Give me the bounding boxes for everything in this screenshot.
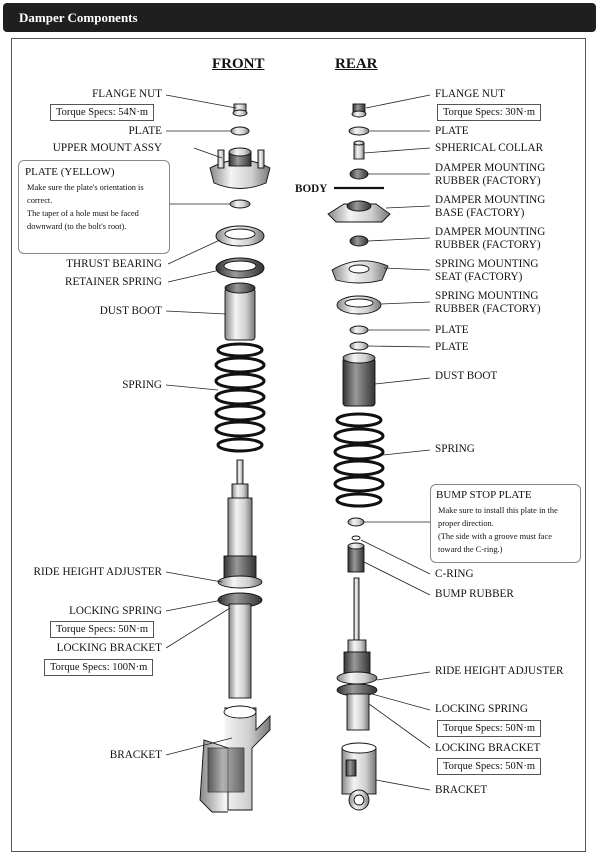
front-locking-spring-torque: Torque Specs: 50N·m [50, 621, 154, 638]
front-flange-nut-label: FLANGE NUT [92, 88, 162, 100]
rear-flange-nut-label: FLANGE NUT [435, 88, 505, 100]
rear-spring-mounting-seat-part [331, 260, 389, 284]
rear-spring-label: SPRING [435, 443, 475, 455]
rear-plate-b-label: PLATE [435, 341, 469, 353]
rear-column-title: REAR [335, 56, 378, 72]
rear-damper-mounting-rubber-2-label: DAMPER MOUNTING RUBBER (FACTORY) [435, 226, 546, 251]
rear-damper-mounting-rubber-1-part [349, 168, 369, 180]
rear-locking-spring-label: LOCKING SPRING [435, 703, 528, 715]
rear-bump-rubber-part [347, 542, 365, 573]
front-plate-part [230, 126, 250, 136]
front-plate-yellow-note: PLATE (YELLOW) Make sure the plate's ori… [18, 160, 170, 254]
front-retainer-spring-part [215, 257, 265, 279]
rear-c-ring-part [351, 535, 361, 541]
rear-spring-mounting-rubber-label: SPRING MOUNTING RUBBER (FACTORY) [435, 290, 541, 315]
front-spring-label: SPRING [122, 379, 162, 391]
front-column-title: FRONT [212, 56, 265, 72]
front-locking-spring-label: LOCKING SPRING [69, 605, 162, 617]
front-bracket-label: BRACKET [109, 749, 162, 761]
front-flange-nut-part [232, 103, 248, 117]
front-thrust-bearing-label: THRUST BEARING [66, 258, 162, 270]
front-bracket-part [199, 705, 271, 813]
front-thrust-bearing-part [215, 225, 265, 247]
front-plate-yellow-title: PLATE (YELLOW) [25, 166, 115, 178]
rear-plate-label: PLATE [435, 125, 469, 137]
front-locking-bracket-torque: Torque Specs: 100N·m [44, 659, 154, 676]
body-label: BODY [295, 183, 328, 195]
front-flange-nut-torque: Torque Specs: 54N·m [50, 104, 154, 121]
rear-bump-stop-plate-part [347, 517, 365, 527]
rear-spring-mounting-seat-label: SPRING MOUNTING SEAT (FACTORY) [435, 258, 539, 283]
rear-locking-spring-torque: Torque Specs: 50N·m [437, 720, 541, 737]
rear-damper-mounting-rubber-2-part [349, 235, 369, 247]
rear-plate-a-part [349, 325, 369, 335]
rear-bump-rubber-label: BUMP RUBBER [435, 588, 514, 600]
rear-plate-b-part [349, 341, 369, 351]
rear-bracket-part [341, 742, 377, 811]
section-title: Damper Components [19, 10, 138, 25]
rear-damper-mounting-rubber-1-label: DAMPER MOUNTING RUBBER (FACTORY) [435, 162, 546, 187]
rear-spring-mounting-rubber-part [336, 295, 382, 315]
rear-bump-stop-plate-title: BUMP STOP PLATE [436, 489, 532, 501]
rear-dust-boot-label: DUST BOOT [435, 370, 498, 382]
rear-flange-nut-part [351, 103, 367, 118]
front-damper-body-part [217, 459, 263, 699]
front-plate-label: PLATE [128, 125, 162, 137]
rear-bracket-label: BRACKET [435, 784, 488, 796]
rear-spherical-collar-label: SPHERICAL COLLAR [435, 142, 544, 154]
front-plate-yellow-text: Make sure the plate's orientation is cor… [27, 183, 144, 231]
rear-dust-boot-part [342, 352, 376, 407]
rear-spherical-collar-part [353, 140, 365, 160]
rear-bump-stop-plate-note: BUMP STOP PLATE Make sure to install thi… [430, 484, 581, 563]
rear-damper-body-part [336, 577, 378, 731]
front-dust-boot-part [224, 282, 256, 341]
section-header: Damper Components [3, 3, 596, 32]
rear-locking-bracket-torque: Torque Specs: 50N·m [437, 758, 541, 775]
front-spring-part [214, 342, 266, 453]
front-ride-height-adjuster-label: RIDE HEIGHT ADJUSTER [33, 566, 162, 578]
rear-flange-nut-torque: Torque Specs: 30N·m [437, 104, 541, 121]
rear-damper-mounting-base-part [327, 200, 391, 223]
rear-bump-stop-plate-text: Make sure to install this plate in the p… [438, 506, 558, 554]
diagram-frame [11, 38, 586, 852]
front-upper-mount-part [209, 147, 271, 189]
front-plate-yellow-part [229, 199, 251, 209]
front-retainer-spring-label: RETAINER SPRING [65, 276, 162, 288]
leader-lines [165, 94, 431, 791]
front-dust-boot-label: DUST BOOT [99, 305, 162, 317]
rear-ride-height-adjuster-label: RIDE HEIGHT ADJUSTER [435, 665, 564, 677]
rear-locking-bracket-label: LOCKING BRACKET [435, 742, 541, 754]
rear-spring-part [333, 412, 385, 508]
rear-c-ring-label: C-RING [435, 568, 474, 580]
rear-plate-part [348, 126, 370, 136]
front-upper-mount-label: UPPER MOUNT ASSY [52, 142, 162, 154]
rear-plate-a-label: PLATE [435, 324, 469, 336]
rear-damper-mounting-base-label: DAMPER MOUNTING BASE (FACTORY) [435, 194, 546, 219]
front-locking-bracket-label: LOCKING BRACKET [56, 642, 162, 654]
